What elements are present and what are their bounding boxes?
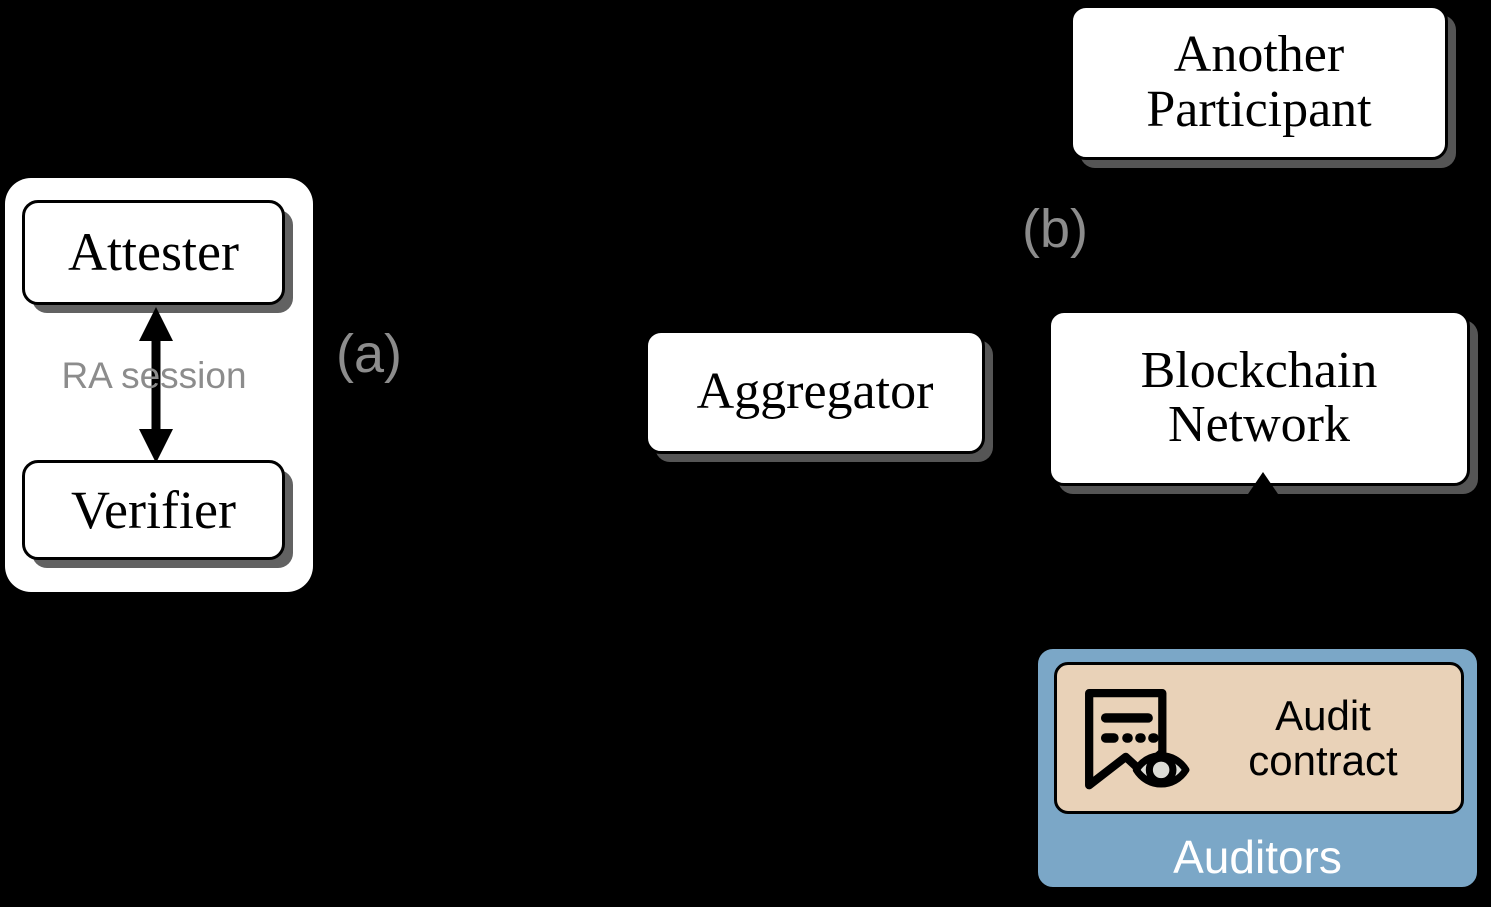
node-another-participant-label: Another Participant <box>1146 26 1372 138</box>
audit-contract-label: Audit contract <box>1248 691 1398 784</box>
node-verifier-label: Verifier <box>71 479 236 540</box>
node-aggregator-label: Aggregator <box>696 362 934 420</box>
auditors-group-label: Auditors <box>1173 831 1342 884</box>
subfigure-label-b: (b) <box>1022 199 1088 259</box>
blockchain-auditors-arrowhead-icon <box>1248 472 1278 494</box>
audit-contract-icon <box>1085 689 1190 790</box>
ra-session-label: RA session <box>61 355 247 396</box>
ra-session-arrow <box>139 307 173 463</box>
group-auditors[interactable]: Audit contract Auditors <box>1035 646 1480 890</box>
node-attester-label: Attester <box>68 222 239 283</box>
node-blockchain-network[interactable]: Blockchain Network <box>1048 310 1470 486</box>
node-verifier[interactable]: Verifier <box>22 460 285 560</box>
node-another-participant[interactable]: Another Participant <box>1070 5 1448 160</box>
node-aggregator[interactable]: Aggregator <box>645 330 985 454</box>
node-blockchain-network-label: Blockchain Network <box>1140 341 1378 453</box>
node-attester[interactable]: Attester <box>22 200 285 305</box>
audit-contract-panel[interactable]: Audit contract <box>1054 662 1464 814</box>
subfigure-label-a: (a) <box>336 324 402 384</box>
